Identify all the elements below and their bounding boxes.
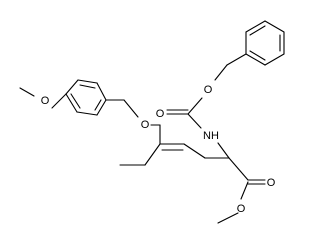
atom-label-o-ester-methoxy: O: [237, 203, 246, 215]
amino-ester-backbone: [119, 124, 266, 224]
atom-label-o-carbamate-ester: O: [204, 84, 213, 96]
atom-label-o-ester-carbonyl: O: [267, 177, 276, 189]
atom-label-o-ether: O: [141, 119, 150, 131]
benzyl-phenyl-ring: [245, 20, 285, 66]
atom-labels: O O O O NH O O: [41, 84, 276, 215]
atom-label-o-carbamate-carbonyl: O: [156, 108, 165, 120]
carbamate-group: [166, 53, 247, 129]
atom-label-nh: NH: [203, 130, 219, 142]
benzyl-ether-linker: [105, 99, 139, 118]
atom-label-o-methoxy: O: [41, 95, 50, 107]
methoxyphenyl-ring: [19, 79, 107, 116]
